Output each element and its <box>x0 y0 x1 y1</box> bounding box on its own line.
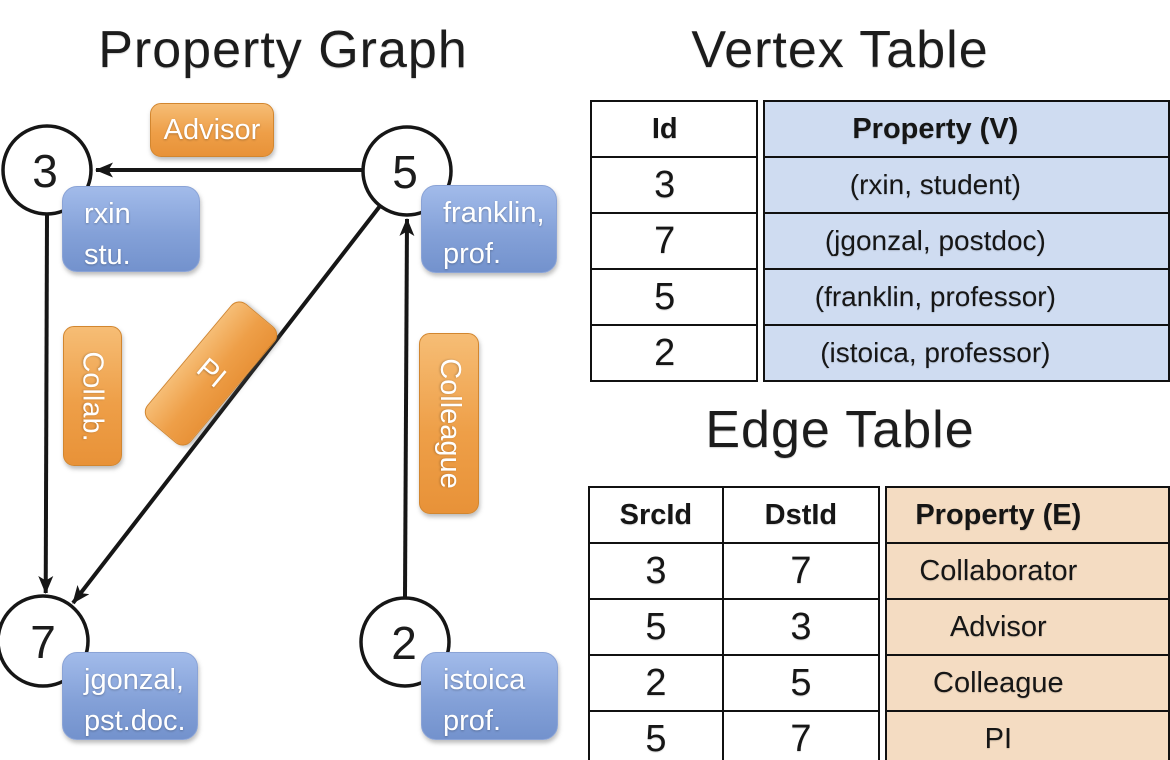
vertex-label-3: rxin stu. <box>62 186 200 272</box>
vertex-table-gap <box>756 213 764 269</box>
edge-label-collab-text: Collab. <box>77 350 109 442</box>
vertex-row-2-property: (jgonzal, postdoc) <box>762 212 1170 270</box>
vertex-row-4-property: (istoica, professor) <box>762 324 1170 382</box>
vertex-label-2: istoica prof. <box>421 652 558 740</box>
edge-row-2-dstid: 3 <box>721 598 881 656</box>
edge-line-5-to-7 <box>71 204 382 605</box>
edge-row-1-property: Collaborator <box>884 542 1170 600</box>
edge-table-row: 3 7 Collaborator <box>588 542 1170 600</box>
vertex-label-3-line2: stu. <box>84 239 131 271</box>
vertex-table-header-property: Property (V) <box>762 100 1170 158</box>
vertex-label-3-line1: rxin <box>84 198 131 230</box>
vertex-table-gap <box>756 325 764 381</box>
vertex-label-5-line1: franklin, <box>443 197 545 229</box>
edge-label-colleague-text: Colleague <box>433 358 466 489</box>
edge-table-gap <box>879 599 886 655</box>
vertex-node-2-id: 2 <box>391 617 417 669</box>
edge-row-3-dstid: 5 <box>721 654 881 712</box>
vertex-table-gap <box>756 157 764 213</box>
edge-table-gap <box>879 543 886 599</box>
vertex-node-7-id: 7 <box>30 616 56 668</box>
vertex-table: Id Property (V) 3 (rxin, student) 7 (jgo… <box>590 100 1170 382</box>
edge-row-1-srcid: 3 <box>588 542 724 600</box>
edge-row-4-srcid: 5 <box>588 710 724 760</box>
vertex-label-2-line1: istoica <box>443 664 526 696</box>
edge-row-2-property: Advisor <box>884 598 1170 656</box>
vertex-node-3-id: 3 <box>32 145 58 197</box>
vertex-row-1-property: (rxin, student) <box>762 156 1170 214</box>
property-graph-title: Property Graph <box>98 21 468 79</box>
edge-table-gap <box>879 487 886 543</box>
edge-table-row: 5 7 PI <box>588 710 1170 760</box>
property-graph-diagram: 3 5 7 2 <box>0 124 453 688</box>
edge-row-2-srcid: 5 <box>588 598 724 656</box>
edge-table-gap <box>879 655 886 711</box>
vertex-table-row: 3 (rxin, student) <box>590 156 1170 214</box>
vertex-label-7-line1: jgonzal, <box>84 664 184 696</box>
edge-row-4-property: PI <box>884 710 1170 760</box>
vertex-row-4-id: 2 <box>590 324 758 382</box>
edge-label-advisor-text: Advisor <box>163 113 261 146</box>
edge-label-colleague: Colleague <box>419 333 479 514</box>
edge-row-3-srcid: 2 <box>588 654 724 712</box>
vertex-label-7: jgonzal, pst.doc. <box>62 652 198 740</box>
edge-table-header-srcid: SrcId <box>588 486 724 544</box>
vertex-table-gap <box>756 269 764 325</box>
edge-label-pi-text: PI <box>190 352 233 395</box>
edge-table-row: 2 5 Colleague <box>588 654 1170 712</box>
vertex-table-row: 2 (istoica, professor) <box>590 324 1170 382</box>
edge-table-gap <box>879 711 886 760</box>
vertex-row-3-property: (franklin, professor) <box>762 268 1170 326</box>
edge-row-3-property: Colleague <box>884 654 1170 712</box>
vertex-table-row: 7 (jgonzal, postdoc) <box>590 212 1170 270</box>
vertex-row-1-id: 3 <box>590 156 758 214</box>
vertex-label-5: franklin, prof. <box>421 185 557 273</box>
vertex-row-3-id: 5 <box>590 268 758 326</box>
vertex-label-7-line2: pst.doc. <box>84 705 186 737</box>
edge-row-4-dstid: 7 <box>721 710 881 760</box>
vertex-table-title: Vertex Table <box>691 21 989 79</box>
vertex-table-header-id: Id <box>590 100 758 158</box>
vertex-label-5-line2: prof. <box>443 238 502 270</box>
vertex-label-2-line2: prof. <box>443 705 502 737</box>
vertex-table-header-row: Id Property (V) <box>590 100 1170 158</box>
edge-table: SrcId DstId Property (E) 3 7 Collaborato… <box>588 486 1170 760</box>
edge-table-row: 5 3 Advisor <box>588 598 1170 656</box>
vertex-node-5-id: 5 <box>392 146 418 198</box>
edge-label-collab: Collab. <box>63 326 122 466</box>
vertex-row-2-id: 7 <box>590 212 758 270</box>
vertex-table-row: 5 (franklin, professor) <box>590 268 1170 326</box>
edge-table-header-row: SrcId DstId Property (E) <box>588 486 1170 544</box>
edge-table-header-property: Property (E) <box>884 486 1170 544</box>
edge-table-title: Edge Table <box>705 401 975 459</box>
vertex-table-gap <box>756 101 764 157</box>
edge-line-2-to-5 <box>399 218 415 598</box>
edge-label-advisor: Advisor <box>150 103 274 157</box>
edge-line-3-to-7 <box>38 214 54 594</box>
edge-table-header-dstid: DstId <box>721 486 881 544</box>
edge-row-1-dstid: 7 <box>721 542 881 600</box>
